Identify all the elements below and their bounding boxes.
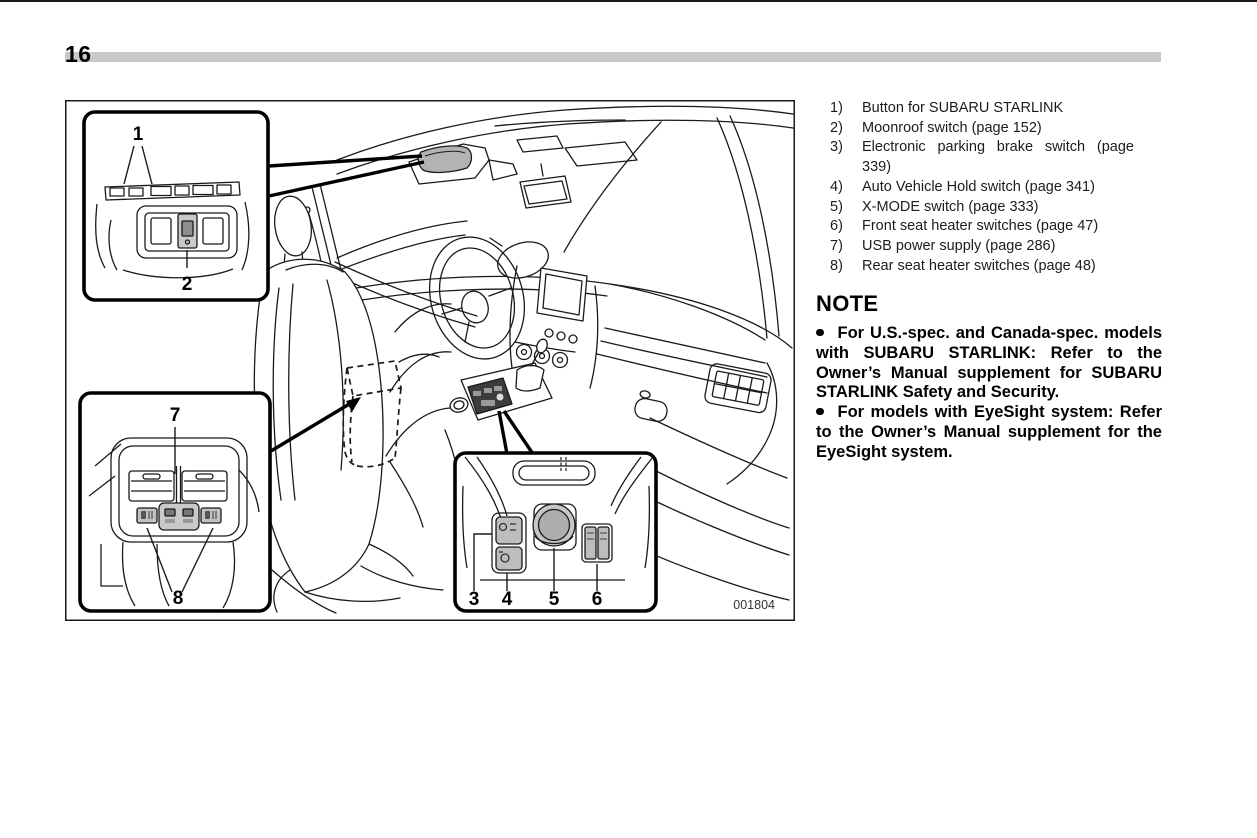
legend-item: 6) Front seat heater switches (page 47) bbox=[830, 217, 1132, 237]
side-vent bbox=[704, 363, 772, 414]
page-number: 16 bbox=[65, 41, 92, 67]
callout-1: 1 bbox=[133, 124, 144, 145]
front-seat-heater-switch-left bbox=[584, 526, 597, 560]
header-gray-bar bbox=[65, 52, 1161, 62]
legend-item-text: Rear seat heater switches (page 48) bbox=[862, 257, 1096, 274]
legend-list: 1) Button for SUBARU STARLINK 2) Moonroof … bbox=[830, 99, 1134, 277]
note-heading: NOTE bbox=[816, 291, 879, 316]
leader-arrowhead bbox=[346, 397, 361, 412]
legend-item-number: 5) bbox=[830, 198, 843, 215]
legend-item-text: USB power supply (page 286) bbox=[862, 237, 1056, 254]
legend-item-text: Moonroof switch (page 152) bbox=[862, 119, 1042, 136]
inset-rear-console: 7 8 bbox=[78, 391, 272, 613]
callout-2: 2 bbox=[182, 274, 193, 295]
driver-seat bbox=[253, 195, 414, 613]
callout-8: 8 bbox=[173, 588, 184, 609]
front-seat-heater-switch-right bbox=[597, 526, 610, 560]
figure-id: 001804 bbox=[733, 598, 775, 612]
legend-item: 3) Electronic parking brake switch (page … bbox=[830, 138, 1134, 177]
center-display bbox=[536, 267, 588, 322]
door-handle bbox=[634, 390, 668, 423]
rear-seat-heater-switch-left bbox=[136, 507, 158, 524]
steering-wheel bbox=[428, 236, 526, 360]
legend-item: 2) Moonroof switch (page 152) bbox=[830, 119, 1132, 139]
usb-power-panel bbox=[158, 502, 200, 531]
legend-item-number: 7) bbox=[830, 237, 843, 254]
overhead-console-shaded bbox=[417, 145, 473, 174]
legend-item-text: Button for SUBARU STARLINK bbox=[862, 100, 1064, 116]
legend-item-number: 2) bbox=[830, 119, 843, 136]
legend-item: 5) X-MODE switch (page 333) bbox=[830, 198, 1132, 218]
inset-overhead-console: 1 2 bbox=[82, 110, 270, 302]
legend-item: 4) Auto Vehicle Hold switch (page 341) bbox=[830, 178, 1132, 198]
legend-item-text: Auto Vehicle Hold switch (page 341) bbox=[862, 178, 1095, 195]
rear-vent-left bbox=[128, 470, 175, 502]
legend-item-text: X-MODE switch (page 333) bbox=[862, 198, 1039, 215]
callout-4: 4 bbox=[502, 589, 513, 610]
parking-brake-switch bbox=[495, 516, 523, 545]
legend-item-text: Front seat heater switches (page 47) bbox=[862, 218, 1099, 235]
rear-seat-heater-switch-right bbox=[200, 507, 222, 524]
note-bullet-text: For models with EyeSight system: Refer t… bbox=[816, 403, 1162, 461]
main-interior-art bbox=[253, 105, 794, 614]
legend-item-number: 6) bbox=[830, 218, 843, 235]
leader-lines bbox=[268, 154, 535, 455]
legend-item-number: 8) bbox=[830, 257, 843, 274]
legend-item: 1) Button for SUBARU STARLINK bbox=[830, 99, 1132, 119]
legend-item-number: 4) bbox=[830, 178, 843, 195]
callout-5: 5 bbox=[549, 589, 560, 610]
rear-vent-right bbox=[181, 470, 228, 502]
inset-console-switches: 3 4 5 6 bbox=[453, 451, 658, 613]
note-section: NOTE For U.S.-spec. and Canada-spec. mod… bbox=[816, 291, 1162, 463]
callout-7: 7 bbox=[170, 405, 181, 426]
interior-figure: 1 2 bbox=[65, 100, 795, 621]
note-bullet: For models with EyeSight system: Refer t… bbox=[816, 403, 1162, 462]
callout-3: 3 bbox=[469, 589, 480, 610]
note-bullet: For U.S.-spec. and Canada-spec. models w… bbox=[816, 324, 1162, 403]
note-bullet-text: For U.S.-spec. and Canada-spec. models w… bbox=[816, 324, 1162, 402]
page-top-rule bbox=[0, 0, 1257, 2]
legend-item-number: 3) bbox=[830, 139, 843, 156]
legend-item-number: 1) bbox=[830, 100, 843, 116]
legend-item: 7) USB power supply (page 286) bbox=[830, 237, 1132, 257]
legend-item: 8) Rear seat heater switches (page 48) bbox=[830, 257, 1132, 277]
armrest-dashed-box bbox=[342, 360, 403, 468]
callout-6: 6 bbox=[592, 589, 603, 610]
interior-illustration: 1 2 bbox=[65, 100, 795, 621]
legend-item-text: Electronic parking brake switch (page 33… bbox=[862, 139, 1134, 176]
